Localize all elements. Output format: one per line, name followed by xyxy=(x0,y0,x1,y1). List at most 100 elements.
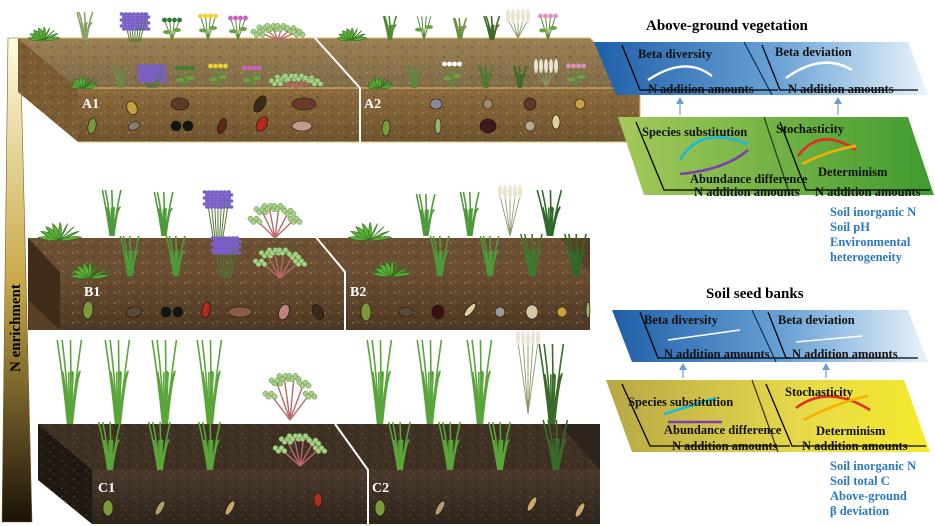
seed xyxy=(434,117,442,135)
seed xyxy=(360,302,372,322)
seed xyxy=(374,499,386,517)
rosette-plant xyxy=(69,76,99,90)
above-n-addition-3: N addition amounts xyxy=(694,185,800,199)
block-label-c2: C2 xyxy=(372,481,389,496)
above-driver-2: Soil pH xyxy=(830,220,870,234)
flowering-herb xyxy=(208,63,228,89)
grass-clump xyxy=(198,421,221,471)
above-driver-4: heterogeneity xyxy=(830,250,903,264)
seed-arrows xyxy=(679,363,830,378)
grass-clump xyxy=(416,339,443,425)
grass-clump xyxy=(478,65,494,89)
above-arrows xyxy=(676,97,842,115)
grass-clump xyxy=(520,233,543,277)
grass-clump xyxy=(483,15,501,41)
block-a xyxy=(18,37,641,143)
succulent-shrub xyxy=(252,247,308,279)
grass-clump xyxy=(512,65,528,89)
seed xyxy=(255,116,269,132)
grass-clump xyxy=(459,191,480,237)
above-process-panel xyxy=(618,116,934,196)
seed xyxy=(494,306,506,318)
flowering-herb xyxy=(442,61,462,89)
seed xyxy=(431,304,445,320)
flowering-herb xyxy=(228,15,248,41)
feather-grass xyxy=(506,9,530,39)
grass-clump xyxy=(119,235,140,277)
grass-clump xyxy=(452,17,468,41)
succulent-shrub xyxy=(247,203,303,239)
grass-clump xyxy=(538,343,565,425)
block-label-c1: C1 xyxy=(98,481,115,496)
grass-clump xyxy=(479,235,500,277)
grass-clump xyxy=(76,11,94,41)
grass-clump xyxy=(488,421,511,471)
seed-beta-diversity: Beta diversity xyxy=(644,313,719,327)
seed xyxy=(479,118,497,134)
grass-clump xyxy=(196,339,223,425)
seed xyxy=(102,499,114,517)
above-stochasticity: Stochasticity xyxy=(776,122,845,136)
feather-grass xyxy=(534,59,558,87)
seed xyxy=(127,121,141,131)
seed xyxy=(464,303,476,317)
seed xyxy=(585,301,591,319)
rosette-plant xyxy=(336,27,368,42)
lavender-plant xyxy=(210,236,242,279)
above-driver-1: Soil inorganic N xyxy=(830,205,916,219)
grass-clump xyxy=(415,193,436,237)
seed xyxy=(160,306,172,318)
seed xyxy=(170,120,182,132)
grass-clump xyxy=(165,235,186,277)
seed-abundance-difference: Abundance difference xyxy=(664,423,782,437)
above-determinism: Determinism xyxy=(818,165,888,179)
block-label-b2: B2 xyxy=(350,285,366,300)
block-b xyxy=(28,229,590,330)
flowering-herb xyxy=(566,63,586,89)
grass-clump xyxy=(366,339,393,425)
grass-clump xyxy=(98,421,121,471)
block-label-b1: B1 xyxy=(84,285,100,300)
seed xyxy=(154,500,166,516)
seed xyxy=(217,118,227,134)
lavender-plant xyxy=(119,12,151,43)
feather-grass xyxy=(516,331,540,415)
seed xyxy=(125,306,143,318)
seed xyxy=(525,304,539,320)
seed-species-substitution: Species substitution xyxy=(628,395,733,409)
grass-clump xyxy=(151,339,178,425)
seed-n-addition-3: N addition amounts xyxy=(672,439,778,453)
seed xyxy=(224,500,236,516)
grass-clump xyxy=(438,421,461,471)
flowering-herb xyxy=(198,13,218,41)
seed xyxy=(523,97,537,111)
seed xyxy=(278,303,290,321)
flowering-herb xyxy=(242,65,262,89)
seed xyxy=(482,98,494,110)
grass-clump xyxy=(536,189,563,237)
block-c xyxy=(38,423,600,524)
seed xyxy=(313,492,323,508)
above-beta-deviation: Beta deviation xyxy=(775,45,852,59)
above-n-addition-2: N addition amounts xyxy=(788,82,894,96)
seed-driver-4: β deviation xyxy=(830,504,889,518)
flowering-herb xyxy=(162,17,182,41)
lavender-plant xyxy=(136,64,168,89)
succulent-shrub xyxy=(272,433,328,467)
seed xyxy=(381,119,391,137)
grass-clump xyxy=(466,339,493,425)
rosette-plant xyxy=(347,221,393,241)
seed xyxy=(82,300,94,320)
seed-beta-deviation: Beta deviation xyxy=(778,313,855,327)
seed xyxy=(429,98,443,110)
seed-n-addition-4: N addition amounts xyxy=(802,439,908,453)
seed xyxy=(182,120,194,132)
seed xyxy=(574,98,586,110)
seed xyxy=(291,120,313,132)
grass-clump xyxy=(148,421,171,471)
seed xyxy=(311,304,325,320)
seed-stochasticity: Stochasticity xyxy=(785,385,854,399)
flowering-herb xyxy=(175,65,195,89)
rosette-plant xyxy=(371,259,413,277)
